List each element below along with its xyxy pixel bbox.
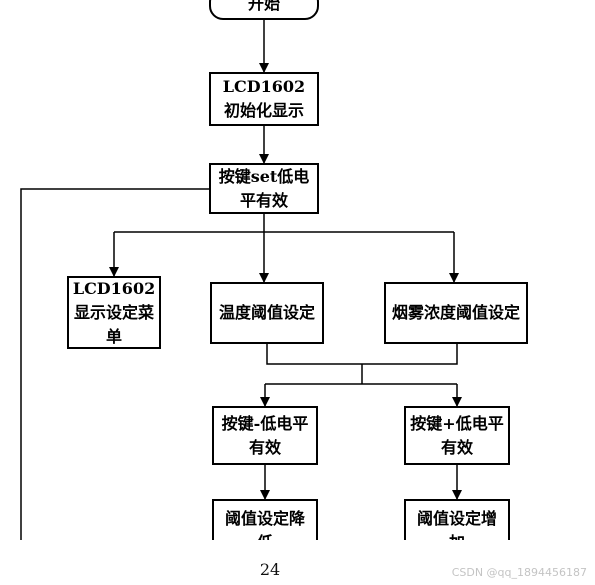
connector-lines <box>20 20 462 540</box>
threshold-decrease-node: 阈值设定降低 <box>212 499 318 540</box>
temp-threshold-node: 温度阈值设定 <box>210 282 324 344</box>
key-minus-node: 按键-低电平有效 <box>212 406 318 465</box>
key-plus-node: 按键+低电平有效 <box>404 406 510 465</box>
page-number: 24 <box>259 560 281 579</box>
smoke-threshold-node: 烟雾浓度阈值设定 <box>384 282 528 344</box>
lcd-menu-node: LCD1602显示设定菜单 <box>67 276 161 349</box>
merge-line <box>266 344 458 365</box>
threshold-increase-node: 阈值设定增加 <box>404 499 510 540</box>
key-set-node: 按键set低电平有效 <box>209 163 319 214</box>
flowchart: 开始 LCD1602初始化显示 按键set低电平有效 LCD1602显示设定菜单… <box>20 0 528 540</box>
loop-back-line <box>20 188 209 540</box>
lcd-init-node: LCD1602初始化显示 <box>209 72 319 126</box>
start-node: 开始 <box>209 0 319 20</box>
watermark: CSDN @qq_1894456187 <box>451 566 587 579</box>
